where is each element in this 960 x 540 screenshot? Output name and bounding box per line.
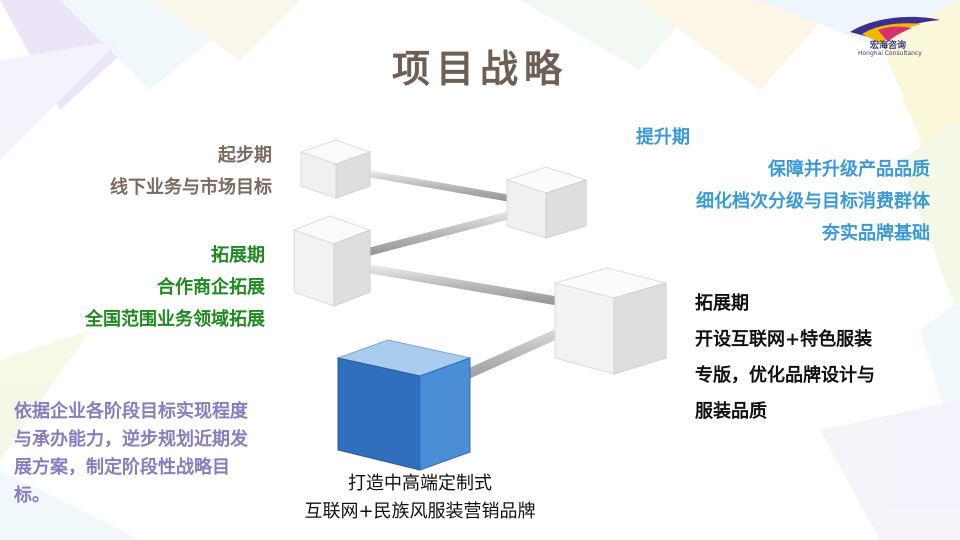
cube-stage-3 [292, 215, 372, 307]
stage-expansion: 拓展期 合作商企拓展 全国范围业务领域拓展 [85, 240, 265, 336]
cube-stage-1 [299, 139, 372, 199]
logo-text-cn: 宏海咨询 [870, 41, 907, 51]
strategy-note: 依据企业各阶段目标实现程度与承办能力，逆步规划近期发展方案，制定阶段性战略目标。 [14, 401, 248, 506]
stage-desc: 专版，优化品牌设计与 [695, 365, 875, 386]
stage-desc: 合作商企拓展 [157, 277, 265, 298]
cube-stage-4 [553, 267, 668, 375]
cube-base-blue [336, 339, 472, 471]
swoosh-logo-icon [850, 16, 940, 44]
stage-desc: 细化档次分级与目标消费群体 [696, 191, 930, 212]
stage-desc: 线下业务与市场目标 [110, 177, 272, 198]
stage-desc: 开设互联网+特色服装 [695, 329, 873, 350]
stage-desc: 服装品质 [695, 401, 767, 422]
stage-heading: 拓展期 [695, 293, 749, 314]
slide-title: 项目战略 [391, 46, 568, 91]
stage-desc: 全国范围业务领域拓展 [85, 309, 265, 330]
base-goal: 打造中高端定制式 互联网+民族风服装营销品牌 [270, 470, 570, 526]
cube-stage-2 [505, 166, 588, 239]
stage-heading: 起步期 [218, 145, 272, 166]
stage-upgrade: 提升期 保障并升级产品品质 细化档次分级与目标消费群体 夯实品牌基础 [636, 122, 930, 250]
stage-heading: 拓展期 [211, 245, 265, 266]
logo-text-en: Honghai Consultancy [858, 50, 922, 57]
stage-desc: 夯实品牌基础 [822, 223, 930, 244]
stage-desc: 保障并升级产品品质 [768, 159, 930, 180]
base-goal-line: 打造中高端定制式 [348, 473, 492, 494]
stage-internet-expansion: 拓展期 开设互联网+特色服装 专版，优化品牌设计与 服装品质 [695, 286, 875, 430]
base-goal-line: 互联网+民族风服装营销品牌 [304, 501, 536, 522]
stage-startup: 起步期 线下业务与市场目标 [110, 140, 272, 204]
stage-heading: 提升期 [636, 127, 690, 148]
